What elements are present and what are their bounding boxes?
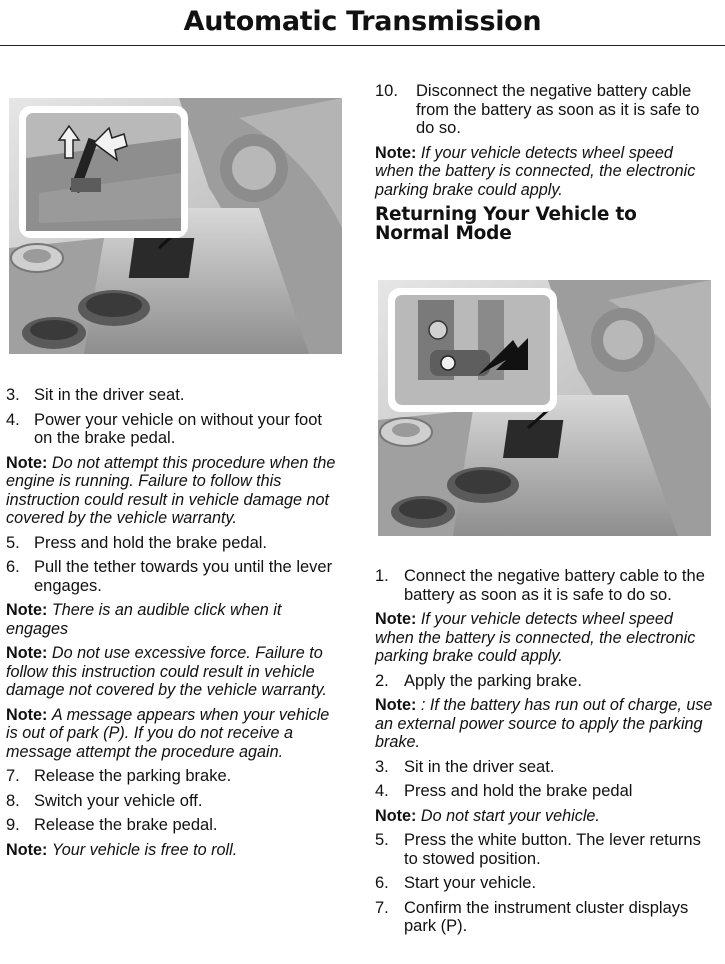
right-column-bottom: 1. Connect the negative battery cable to … — [375, 567, 715, 942]
note-excessive-force: Note: Do not use excessive force. Failur… — [6, 644, 344, 700]
step-text: Sit in the driver seat. — [404, 757, 555, 776]
note-text: Do not attempt this procedure when the e… — [6, 453, 336, 528]
step-number: 3. — [375, 757, 389, 776]
section-title: Returning Your Vehicle to Normal Mode — [375, 204, 637, 244]
list-item: 3. Sit in the driver seat. — [375, 758, 715, 777]
list-item: 10. Disconnect the negative battery cable… — [375, 82, 715, 138]
step-text: Release the parking brake. — [34, 767, 232, 785]
step-number: 8. — [6, 791, 20, 810]
step-text: Confirm the instrument cluster displays … — [404, 898, 689, 936]
note-label: Note: — [6, 644, 48, 662]
step-number: 3. — [6, 386, 20, 404]
list-item: 9. Release the brake pedal. — [6, 816, 344, 835]
note-label: Note: — [375, 806, 417, 825]
step-number: 4. — [375, 782, 389, 800]
list-item: 4. Press and hold the brake pedal — [375, 782, 715, 801]
note-wheel-speed-b: Note: If your vehicle detects wheel spee… — [375, 610, 715, 666]
note-text: If your vehicle detects wheel speed when… — [375, 610, 696, 665]
right-step-10-list: 10. Disconnect the negative battery cable… — [375, 82, 715, 138]
note-text: : If the battery has run out of charge, … — [375, 696, 713, 751]
step-text: Disconnect the negative battery cable fr… — [416, 82, 700, 137]
step-number: 10. — [375, 82, 398, 100]
note-do-not-start: Note: Do not start your vehicle. — [375, 807, 715, 826]
list-item: 6. Start your vehicle. — [375, 874, 715, 893]
note-label: Note: — [375, 143, 417, 162]
figure-white-button — [378, 280, 711, 536]
left-steps-b: 5. Press and hold the brake pedal. 6. Pull… — [6, 534, 344, 596]
step-number: 5. — [6, 533, 20, 552]
step-text: Release the brake pedal. — [34, 816, 218, 834]
console-illustration-left — [9, 98, 342, 354]
step-text: Press and hold the brake pedal. — [34, 533, 267, 552]
step-number: 9. — [6, 816, 20, 834]
note-text: Your vehicle is free to roll. — [51, 840, 238, 859]
note-label: Note: — [6, 453, 48, 472]
step-number: 7. — [6, 767, 20, 785]
list-item: 1. Connect the negative battery cable to … — [375, 567, 715, 604]
note-text: Do not start your vehicle. — [420, 806, 600, 825]
step-text: Start your vehicle. — [404, 874, 537, 892]
right-step-2-list: 2. Apply the parking brake. — [375, 672, 715, 691]
note-text: Do not use excessive force. Failure to f… — [6, 644, 327, 699]
step-number: 6. — [6, 558, 20, 576]
list-item: 7. Release the parking brake. — [6, 767, 344, 786]
list-item: 8. Switch your vehicle off. — [6, 792, 344, 811]
step-number: 4. — [6, 410, 20, 429]
step-text: Apply the parking brake. — [404, 671, 582, 690]
right-steps-d: 3. Sit in the driver seat. 4. Press and ho… — [375, 758, 715, 801]
right-steps-e: 5. Press the white button. The lever retu… — [375, 831, 715, 936]
page-title: Automatic Transmission — [183, 6, 542, 37]
page-header: Automatic Transmission — [0, 0, 725, 46]
note-label: Note: — [375, 696, 417, 714]
note-no-engine: Note: Do not attempt this procedure when… — [6, 454, 344, 528]
left-steps-a: 3. Sit in the driver seat. 4. Power your v… — [6, 386, 344, 448]
step-text: Pull the tether towards you until the le… — [34, 558, 333, 595]
note-text: If your vehicle detects wheel speed when… — [375, 143, 696, 199]
note-audible-click: Note: There is an audible click when it … — [6, 601, 344, 638]
step-number: 6. — [375, 874, 389, 892]
left-column: 3. Sit in the driver seat. 4. Power your v… — [6, 386, 344, 865]
left-steps-c: 7. Release the parking brake. 8. Switch yo… — [6, 767, 344, 835]
list-item: 2. Apply the parking brake. — [375, 672, 715, 691]
step-text: Sit in the driver seat. — [34, 386, 185, 404]
figure-pull-tether — [9, 98, 342, 354]
right-column-top: 10. Disconnect the negative battery cable… — [375, 82, 715, 243]
step-number: 2. — [375, 671, 389, 690]
note-external-power: Note: : If the battery has run out of ch… — [375, 696, 715, 752]
list-item: 7. Confirm the instrument cluster display… — [375, 899, 715, 936]
list-item: 5. Press and hold the brake pedal. — [6, 534, 344, 553]
note-label: Note: — [6, 840, 48, 859]
note-label: Note: — [6, 601, 48, 619]
note-label: Note: — [375, 610, 417, 628]
note-wheel-speed-a: Note: If your vehicle detects wheel spee… — [375, 144, 715, 200]
step-text: Switch your vehicle off. — [34, 791, 203, 810]
step-text: Power your vehicle on without your foot … — [34, 410, 322, 448]
console-illustration-right — [378, 280, 711, 536]
note-label: Note: — [6, 705, 48, 724]
list-item: 5. Press the white button. The lever retu… — [375, 831, 715, 868]
right-step-1-list: 1. Connect the negative battery cable to … — [375, 567, 715, 604]
step-number: 7. — [375, 898, 389, 917]
step-number: 5. — [375, 831, 389, 849]
note-text: There is an audible click when it engage… — [6, 601, 282, 638]
step-number: 1. — [375, 567, 389, 585]
note-free-to-roll: Note: Your vehicle is free to roll. — [6, 841, 344, 860]
note-text: A message appears when your vehicle is o… — [6, 705, 330, 761]
list-item: 6. Pull the tether towards you until the … — [6, 558, 344, 595]
note-message: Note: A message appears when your vehicl… — [6, 706, 344, 762]
step-text: Press the white button. The lever return… — [404, 831, 701, 868]
step-text: Connect the negative battery cable to th… — [404, 567, 705, 604]
list-item: 3. Sit in the driver seat. — [6, 386, 344, 405]
list-item: 4. Power your vehicle on without your foo… — [6, 411, 344, 448]
step-text: Press and hold the brake pedal — [404, 782, 633, 800]
